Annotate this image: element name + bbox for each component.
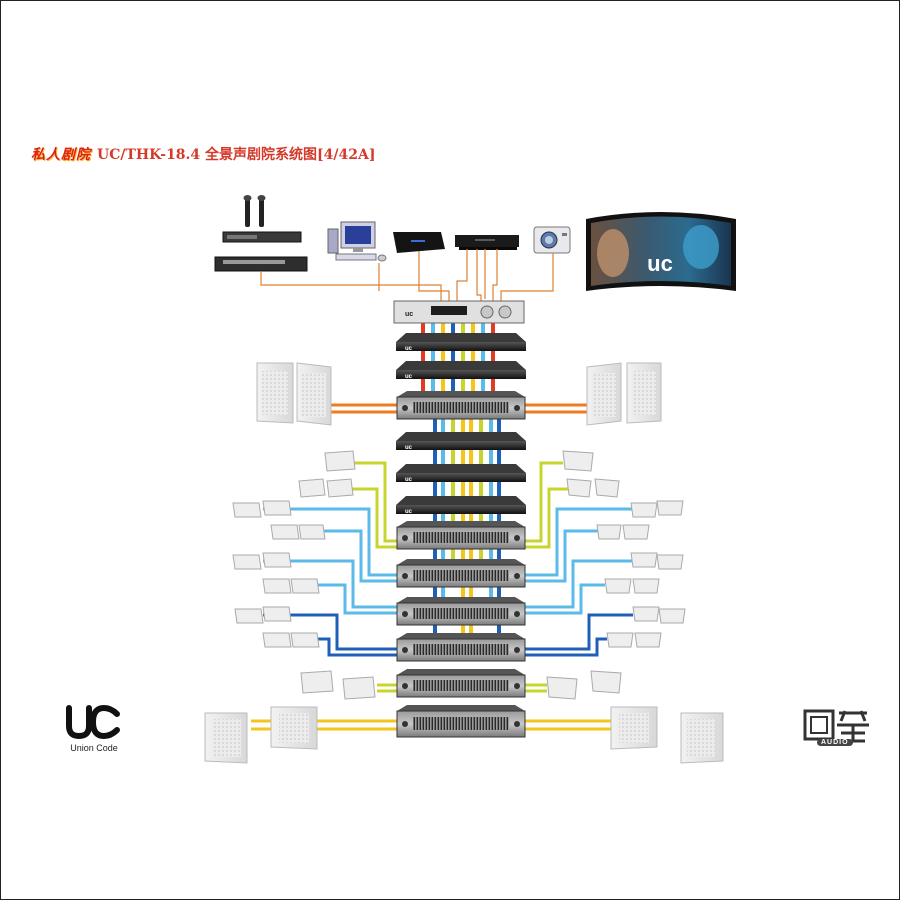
front-speaker-right <box>586 362 662 426</box>
svg-text:uc: uc <box>405 346 413 352</box>
brand-label: 私人剧院 <box>31 147 91 163</box>
amplifier-unit <box>396 633 526 662</box>
projector-icon <box>533 226 571 254</box>
source-wiring <box>260 249 554 301</box>
svg-text:uc: uc <box>647 251 673 276</box>
title-label: UC/THK-18.4 全景声剧院系统图[4/42A] <box>97 147 376 163</box>
processor-unit: uc <box>396 496 526 515</box>
media-player-icon <box>393 232 445 253</box>
svg-text:uc: uc <box>405 445 413 451</box>
amplifier-unit <box>396 669 526 698</box>
processor-unit: uc <box>396 432 526 451</box>
computer-icon <box>327 221 387 262</box>
svg-text:uc: uc <box>405 509 413 515</box>
amplifier-unit <box>396 705 526 738</box>
rear-speaker-left <box>204 706 318 764</box>
effect-processor <box>214 256 308 272</box>
speaker-cables-right <box>525 403 633 731</box>
union-code-caption: Union Code <box>70 743 118 753</box>
amplifier-unit <box>396 559 526 588</box>
amplifier-icon <box>396 391 526 738</box>
rear-speaker-right <box>610 706 724 764</box>
processor-icon: uc uc uc uc uc <box>396 333 526 515</box>
bluray-player-icon <box>455 235 519 250</box>
amplifier-unit <box>396 521 526 550</box>
amplifier-unit <box>396 391 526 420</box>
processor-unit: uc <box>396 333 526 352</box>
audio-brand-logo: AUDIO <box>801 707 873 752</box>
svg-text:uc: uc <box>405 374 413 380</box>
svg-text:uc: uc <box>405 477 413 483</box>
surround-speakers-left <box>232 450 376 700</box>
audio-caption: AUDIO <box>817 739 853 746</box>
uc-logo-icon <box>66 704 120 740</box>
speaker-icon <box>204 362 724 764</box>
amplifier-unit <box>396 597 526 626</box>
front-speaker-left <box>256 362 332 426</box>
preamp-processor: uc <box>393 300 525 324</box>
page-title: 私人剧院 UC/THK-18.4 全景声剧院系统图[4/42A] <box>31 144 376 164</box>
microphone-receiver <box>222 195 302 243</box>
microphone-icon <box>243 195 266 227</box>
union-code-logo: Union Code <box>63 704 125 753</box>
processor-unit: uc <box>396 361 526 380</box>
svg-text:uc: uc <box>405 311 413 318</box>
surround-speakers-right <box>546 450 686 700</box>
processor-unit: uc <box>396 464 526 483</box>
projection-screen: uc <box>586 212 736 291</box>
